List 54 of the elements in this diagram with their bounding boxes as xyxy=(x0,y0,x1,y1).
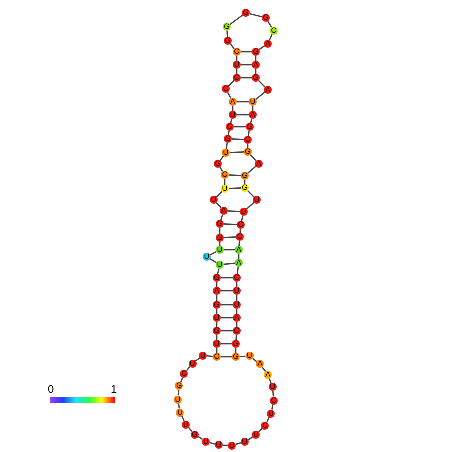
connector-line xyxy=(269,34,273,41)
connector-line xyxy=(221,304,233,306)
connector-line xyxy=(224,262,236,266)
connector-line xyxy=(241,216,244,222)
connector-line xyxy=(236,442,242,446)
connector-line xyxy=(207,355,214,358)
scale-label: 0 xyxy=(48,385,54,396)
connector-line xyxy=(221,343,232,345)
connector-line xyxy=(272,404,274,410)
connector-line xyxy=(241,77,252,79)
connector-line xyxy=(232,138,244,140)
connector-line xyxy=(238,240,240,246)
connector-line xyxy=(228,174,242,176)
connector-line xyxy=(221,330,233,332)
connector-line xyxy=(272,391,274,397)
connector-line xyxy=(250,13,262,18)
connector-line xyxy=(258,46,266,50)
connector-line xyxy=(178,390,180,396)
connector-line xyxy=(226,30,228,38)
connector-line xyxy=(210,442,216,445)
connector-line xyxy=(227,92,232,99)
connector-line xyxy=(221,290,233,292)
connector-line xyxy=(240,228,242,234)
connector-line xyxy=(224,236,236,238)
connector-line xyxy=(237,101,249,103)
connector-line xyxy=(256,92,266,100)
connector-line xyxy=(230,152,244,154)
connector-line xyxy=(246,202,254,210)
connector-line xyxy=(217,268,220,274)
connector-line xyxy=(234,126,246,128)
connector-line xyxy=(240,356,246,358)
connector-line xyxy=(262,367,266,372)
connector-line xyxy=(237,114,249,116)
connector-line xyxy=(221,277,233,279)
connector-line xyxy=(241,51,252,53)
connector-line xyxy=(230,44,235,50)
connector-line xyxy=(210,251,217,256)
connector-line xyxy=(236,266,240,274)
connector-line xyxy=(248,130,250,136)
connector-line xyxy=(228,188,242,190)
connector-line xyxy=(248,166,256,174)
scale-label: 1 xyxy=(111,385,118,396)
connector-line xyxy=(241,64,252,66)
connector-line xyxy=(230,14,244,26)
connector-line xyxy=(224,249,235,251)
connector-line xyxy=(236,334,238,340)
connector-line xyxy=(228,130,230,136)
connector-line xyxy=(226,142,228,150)
connector-line xyxy=(220,214,224,220)
connector-line xyxy=(221,317,233,319)
connector-line xyxy=(224,224,238,226)
connector-line xyxy=(228,210,240,212)
connector-line xyxy=(221,356,232,358)
connector-line xyxy=(181,416,185,422)
